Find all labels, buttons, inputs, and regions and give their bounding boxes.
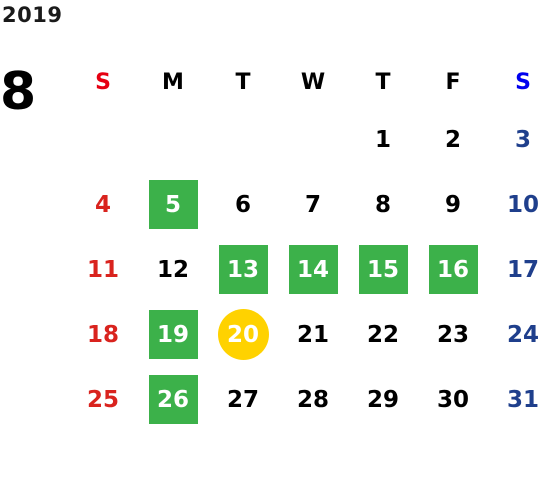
day-cell[interactable]: 22 [366,321,399,348]
day-cell-empty [68,107,138,172]
day-cell[interactable]: 10 [506,191,539,218]
day-cell[interactable]: 8 [374,191,391,218]
weekday-header-sat: S [515,69,531,95]
day-cell[interactable]: 24 [506,321,539,348]
weekday-header-mon: M [162,69,184,95]
day-cell[interactable]: 21 [296,321,329,348]
day-cell[interactable]: 25 [86,386,119,413]
day-cell[interactable]: 31 [506,386,539,413]
day-cell-highlighted[interactable]: 16 [428,245,478,294]
day-cell-empty [278,107,348,172]
day-cell[interactable]: 6 [234,191,251,218]
day-cell[interactable]: 28 [296,386,329,413]
day-cell-wrapper: 26 [138,367,208,432]
day-cell[interactable]: 2 [444,126,461,153]
day-cell[interactable]: 3 [514,126,531,153]
weekday-header-wed: W [300,69,326,95]
day-cell-wrapper: 19 [138,302,208,367]
day-cell-empty [208,107,278,172]
day-cell-empty [138,107,208,172]
day-cell[interactable]: 18 [86,321,119,348]
day-cell[interactable]: 1 [374,126,391,153]
day-cell-wrapper: 5 [138,172,208,237]
day-cell[interactable]: 17 [506,256,539,283]
day-cell[interactable]: 23 [436,321,469,348]
calendar-month: 8 [0,62,37,122]
day-cell-wrapper: 15 [348,237,418,302]
day-cell[interactable]: 7 [304,191,321,218]
day-cell-wrapper: 13 [208,237,278,302]
weekday-header-sun: S [95,69,111,95]
day-cell-wrapper: 20 [208,302,278,367]
day-cell[interactable]: 30 [436,386,469,413]
day-cell-highlighted[interactable]: 26 [148,375,198,424]
day-cell[interactable]: 11 [86,256,119,283]
day-cell-highlighted[interactable]: 5 [148,180,198,229]
weekday-header-thu: T [375,69,391,95]
day-cell-highlighted[interactable]: 14 [288,245,338,294]
day-cell[interactable]: 4 [94,191,111,218]
day-cell-today[interactable]: 20 [217,309,269,360]
day-cell[interactable]: 9 [444,191,461,218]
day-cell-wrapper: 16 [418,237,488,302]
day-cell-highlighted[interactable]: 13 [218,245,268,294]
day-cell-wrapper: 14 [278,237,348,302]
day-cell[interactable]: 12 [156,256,189,283]
day-cell-highlighted[interactable]: 15 [358,245,408,294]
calendar-year: 2019 [2,3,63,27]
day-cell[interactable]: 27 [226,386,259,413]
calendar-grid: S M T W T F S 1 2 3 4 5 6 7 8 9 10 11 12… [68,57,548,432]
weekday-header-fri: F [445,69,461,95]
day-cell[interactable]: 29 [366,386,399,413]
weekday-header-tue: T [235,69,251,95]
day-cell-highlighted[interactable]: 19 [148,310,198,359]
